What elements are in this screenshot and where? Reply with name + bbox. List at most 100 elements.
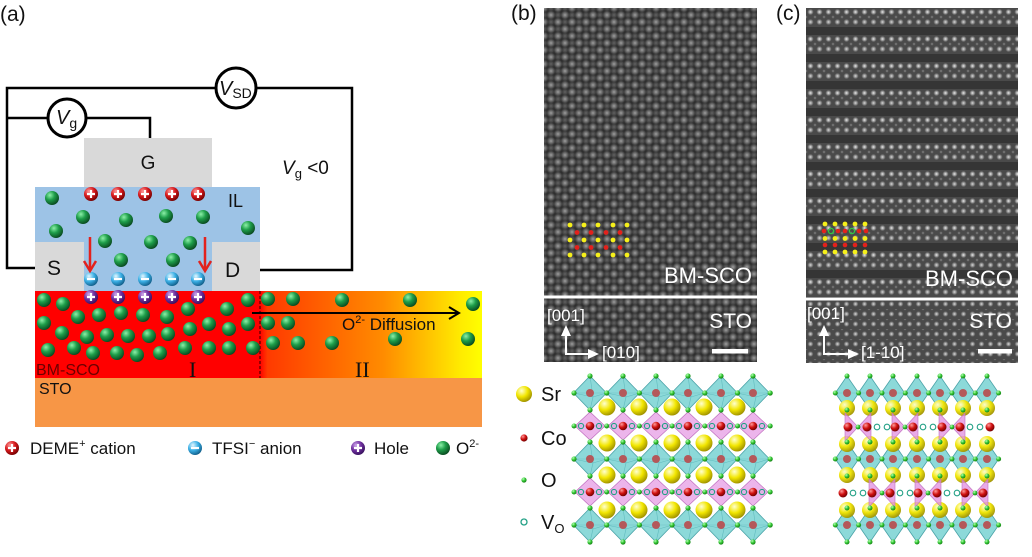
o-atom (685, 439, 691, 445)
o-atom (653, 539, 659, 545)
legend-item-hole: Hole (351, 439, 409, 458)
o-atom (972, 456, 978, 462)
sr-column-marker (610, 252, 616, 258)
o-atom (587, 373, 593, 379)
sr-atom (728, 434, 746, 452)
co-atom (843, 521, 851, 529)
oxygen-ion (161, 327, 175, 341)
axis-vertical-label-c: [001] (807, 304, 845, 323)
axis-arrows-b (561, 325, 599, 359)
o-atom (902, 390, 908, 396)
sr-column-marker (624, 237, 630, 243)
o-atom (902, 456, 908, 462)
co-atom (651, 487, 661, 497)
o-atom (902, 424, 908, 430)
vg-meter-circle (46, 97, 88, 139)
legend-item-vacancy: VO (520, 512, 564, 536)
o-atom (636, 456, 643, 462)
oxygen-vacancy (758, 488, 766, 496)
o-atom (604, 522, 610, 528)
co-atom (937, 422, 947, 432)
legend-item-co: Co (520, 428, 567, 450)
axis-arrows-c (819, 325, 859, 359)
source-label: S (47, 257, 61, 280)
drain-label: D (225, 259, 240, 282)
oxygen-ion (55, 326, 69, 340)
oxygen-ion (335, 293, 349, 307)
co-atom (585, 487, 595, 497)
sr-atom (695, 434, 713, 452)
deme-cation (165, 187, 179, 201)
region-2-label: II (355, 357, 370, 382)
sr-column-marker (842, 221, 848, 227)
oxygen-vacancy (610, 488, 618, 496)
cation-suffix: cation (86, 439, 136, 458)
co-atom (716, 487, 726, 497)
o-atom (571, 522, 577, 528)
sr-atom (598, 466, 616, 484)
o-atom (867, 539, 873, 545)
oxygen-ion (181, 302, 195, 316)
co-column-marker (574, 230, 580, 235)
sr-atom (695, 501, 713, 519)
o-atom (571, 489, 577, 495)
oxygen-ion (266, 336, 280, 350)
o-atom (571, 390, 577, 396)
plus-sign (168, 190, 176, 198)
co-atom (749, 455, 757, 463)
plus-sign (114, 190, 122, 198)
co-atom (866, 521, 874, 529)
oxygen-vacancy (726, 488, 734, 496)
oxygen-ion (461, 332, 475, 346)
o-atom (702, 456, 708, 462)
sr-atom (598, 434, 616, 452)
co-atom (748, 487, 758, 497)
tfsi-anion (84, 272, 98, 286)
plus-sign (114, 293, 122, 301)
hole-plus-sign (354, 444, 362, 452)
sr-column-marker (822, 249, 828, 255)
sr-atom (630, 434, 648, 452)
atom-overlay-c (821, 221, 869, 255)
co-column-marker (588, 245, 594, 250)
o-atom (750, 505, 756, 511)
sr-column-marker (862, 221, 868, 227)
legend-item-o: O (521, 470, 557, 492)
o-atom (718, 539, 724, 545)
plus-sign (194, 190, 202, 198)
oxygen-vacancy (595, 422, 603, 430)
oxygen-ion (153, 346, 167, 360)
sr-atom (630, 398, 648, 416)
o-atom (718, 473, 724, 479)
sr-atom (598, 501, 616, 519)
sr-column-marker (822, 236, 828, 241)
device-layers (35, 138, 482, 427)
o-atom (914, 505, 920, 511)
oxygen-ion (403, 293, 417, 307)
o-atom (750, 407, 756, 413)
oxygen-ion (241, 317, 255, 331)
tfsi-anion (165, 272, 179, 286)
o-atom (604, 390, 610, 396)
co-column-marker (862, 242, 868, 248)
gate-label: G (141, 153, 156, 174)
co-atom (618, 421, 628, 431)
o-atom (718, 439, 724, 445)
o-atom (879, 390, 885, 396)
co-atom (862, 422, 872, 432)
co-atom (619, 521, 627, 529)
sr-column-marker (581, 222, 587, 228)
co-atom (936, 389, 944, 397)
diffusion-text: Diffusion (365, 315, 436, 334)
oxygen-vacancy (726, 422, 734, 430)
co-atom (683, 421, 693, 431)
oxygen-vacancy (849, 489, 857, 497)
o-atom (832, 456, 838, 462)
oxygen-ion (76, 210, 90, 224)
o-atom (604, 456, 610, 462)
oxygen-ion (142, 329, 156, 343)
o-atom (984, 539, 990, 545)
co-column-marker (822, 242, 828, 248)
legend-a: DEME+ cation TFSI− anion Hole O2- (5, 438, 479, 458)
cation-charge: + (79, 438, 85, 450)
